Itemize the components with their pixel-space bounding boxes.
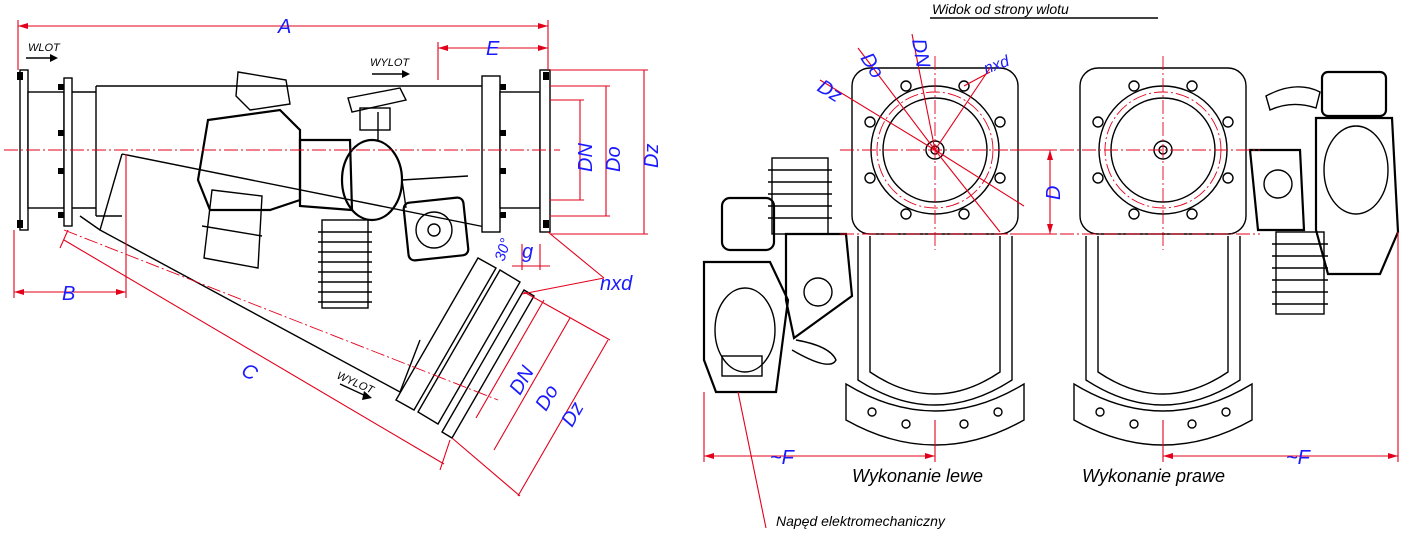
label-wlot: WLOT bbox=[28, 42, 61, 54]
dim-label-Dz-front: Dz bbox=[813, 76, 845, 108]
dim-label-Do-vertical: Do bbox=[603, 146, 625, 172]
actuator-leader bbox=[737, 391, 767, 529]
dim-label-DN-front: DN bbox=[907, 37, 934, 70]
valve-lower-block bbox=[203, 189, 263, 269]
diagonal-body bbox=[99, 153, 421, 393]
dim-label-Do-diagonal: Do bbox=[531, 381, 563, 414]
dim-label-DN-diagonal: DN bbox=[505, 362, 539, 398]
threaded-neck bbox=[318, 219, 372, 309]
dim-label-Dz-vertical: Dz bbox=[641, 144, 663, 168]
label-wylot-top: WYLOT bbox=[370, 57, 410, 69]
side-view bbox=[4, 20, 648, 497]
dim-label-DN-vertical: DN bbox=[575, 143, 597, 172]
threaded-neck-right bbox=[1272, 231, 1328, 315]
actuator-body-right bbox=[1314, 116, 1400, 276]
actuator-body-left bbox=[702, 260, 790, 394]
diagonal-flange-2 bbox=[417, 269, 521, 425]
side-port bbox=[402, 196, 470, 262]
diagonal-flange-1 bbox=[395, 257, 497, 411]
label-wylot-bottom: WYLOT bbox=[335, 370, 377, 397]
dim-label-F-left: ~F bbox=[770, 447, 796, 469]
bottom-flange-left bbox=[845, 382, 1025, 446]
centerline-diagonal bbox=[63, 229, 499, 401]
stem-housing bbox=[298, 138, 354, 212]
dim-C-line bbox=[63, 239, 445, 465]
inlet-flange-inner bbox=[63, 77, 73, 227]
dim-label-g: g bbox=[522, 241, 533, 263]
dim-label-Do-front: Do bbox=[856, 49, 888, 82]
variant-right bbox=[1073, 67, 1400, 446]
dim-label-C: C bbox=[238, 359, 262, 386]
actuator-cap-left bbox=[720, 196, 776, 252]
outlet-flange-right bbox=[481, 75, 501, 233]
threaded-neck-left bbox=[768, 157, 832, 235]
valve-head bbox=[196, 108, 302, 212]
bottom-flange-right bbox=[1073, 382, 1253, 446]
angle-label: 30° bbox=[492, 236, 515, 263]
dim-label-A: A bbox=[277, 16, 291, 38]
dim-label-F-right: ~F bbox=[1286, 447, 1312, 469]
actuator-cap-right bbox=[1320, 70, 1388, 118]
variant-left bbox=[702, 67, 1025, 446]
view-title: Widok od strony wlotu bbox=[932, 1, 1069, 17]
dim-label-nxd-left: nxd bbox=[600, 273, 633, 295]
dim-label-B: B bbox=[62, 283, 75, 305]
caption-right: Wykonanie prawe bbox=[1082, 466, 1225, 486]
diagonal-flange-3 bbox=[441, 289, 535, 439]
dim-label-E: E bbox=[486, 38, 500, 60]
dim-label-D: D bbox=[1043, 186, 1065, 200]
caption-left: Wykonanie lewe bbox=[852, 466, 983, 486]
outlet-flange-face bbox=[539, 69, 551, 233]
valve-cap bbox=[235, 71, 291, 111]
handwheel bbox=[347, 87, 408, 113]
front-views bbox=[702, 17, 1400, 529]
dim-label-Dz-diagonal: Dz bbox=[557, 398, 588, 430]
dim-label-nxd-front: nxd bbox=[982, 53, 1013, 78]
caption-actuator: Napęd elektromechaniczny bbox=[776, 513, 946, 529]
